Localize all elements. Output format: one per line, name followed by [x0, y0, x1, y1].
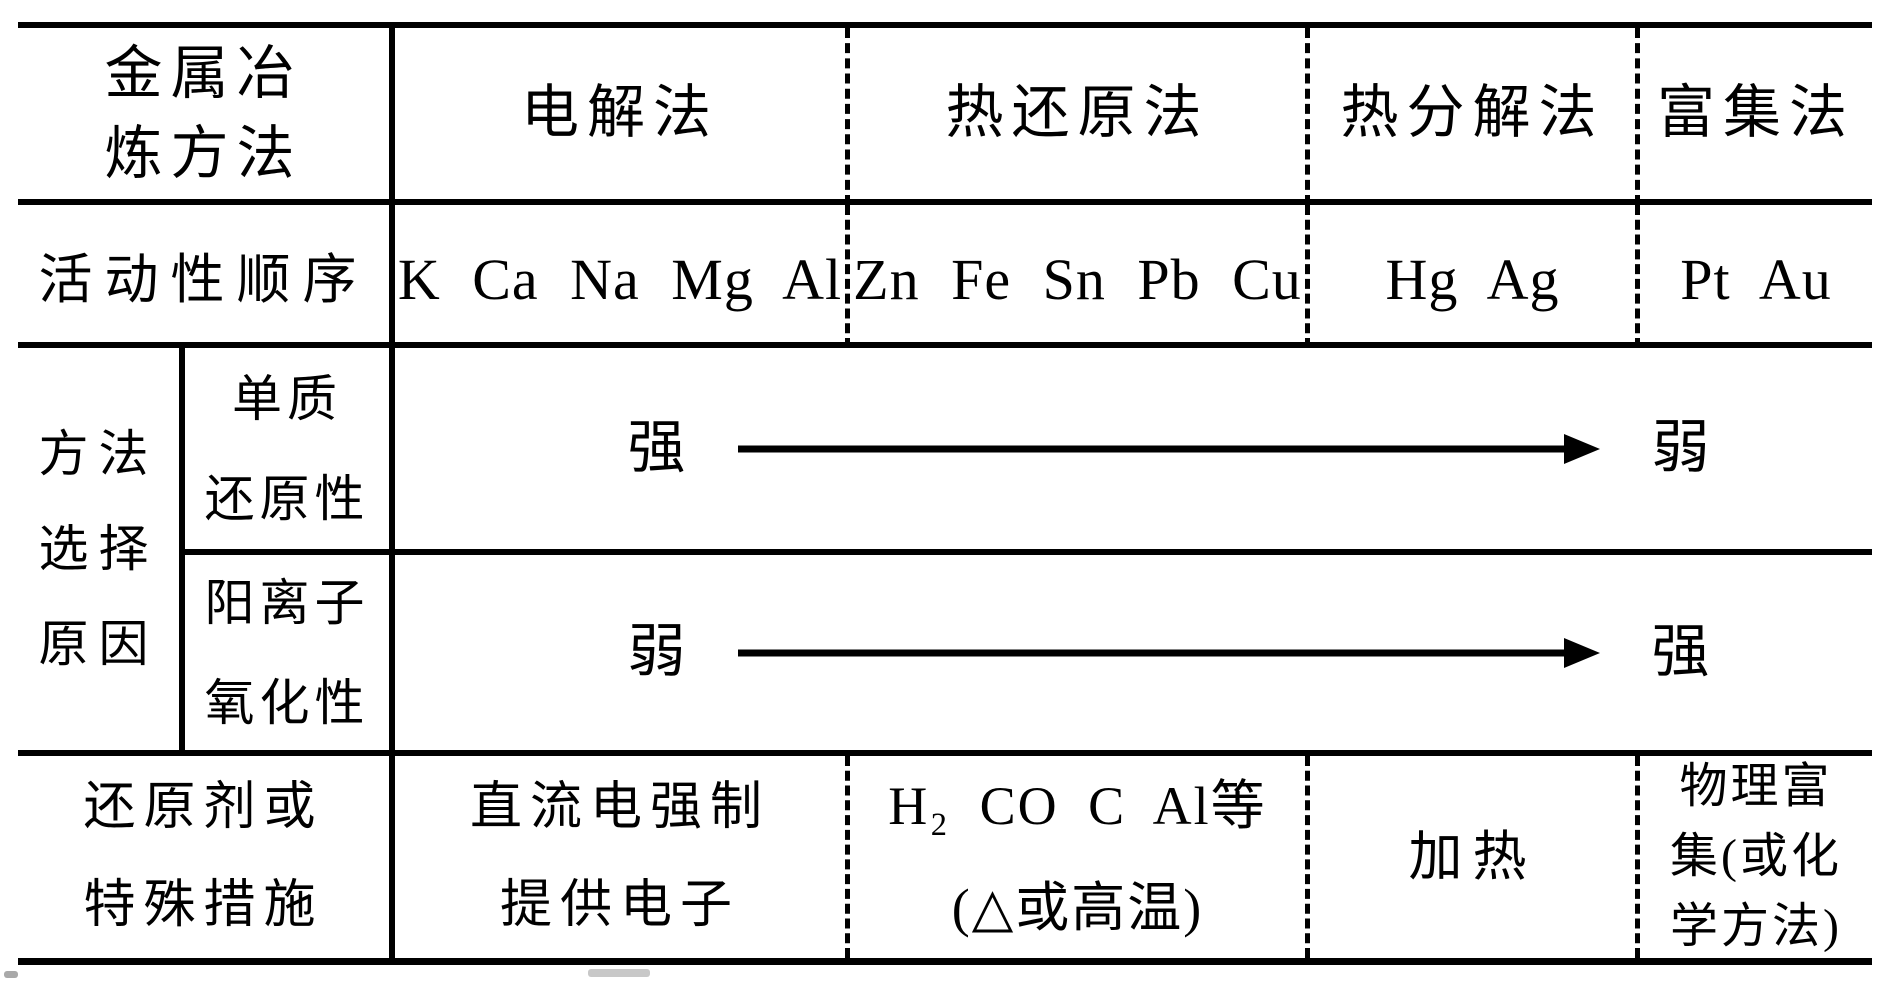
right-arrow-icon	[738, 637, 1600, 669]
trend-left-value: 弱	[627, 619, 686, 685]
cation-oxidizing-label: 阳离子 氧化性	[185, 555, 395, 756]
header-thermal-reduction: 热还原法	[850, 28, 1310, 205]
reason-selection-label: 方法 选择 原因	[18, 348, 185, 756]
trend-right-value: 弱	[1651, 415, 1710, 481]
trend-right-value: 强	[1651, 619, 1710, 685]
trend-left-value: 强	[627, 415, 686, 481]
scan-artifact	[588, 969, 650, 977]
measures-enrichment: 物理富 集(或化 学方法)	[1670, 760, 1842, 953]
metal-smelting-methods-table: 金属冶 炼方法 电解法 热还原法 热分解法 富集法 活动性顺序 K Ca Na …	[18, 22, 1872, 965]
header-electrolysis: 电解法	[395, 28, 850, 205]
element-reducing-label: 单质 还原性	[185, 348, 395, 555]
element-reducing-trend: 强 弱	[395, 348, 1872, 555]
measures-electrolysis: 直流电强制 提供电子	[395, 756, 850, 958]
activity-thermal-reduction-metals: Zn Fe Sn Pb Cu	[850, 205, 1310, 348]
measures-thermal-decomposition: 加热	[1310, 756, 1640, 958]
activity-thermal-decomposition-metals: Hg Ag	[1310, 205, 1640, 348]
cation-oxidizing-trend: 弱 强	[395, 555, 1872, 756]
measures-label: 还原剂或 特殊措施	[18, 756, 395, 958]
header-method-category: 金属冶 炼方法	[18, 28, 395, 205]
header-enrichment: 富集法	[1640, 28, 1872, 205]
activity-order-label: 活动性顺序	[18, 205, 395, 348]
activity-electrolysis-metals: K Ca Na Mg Al	[395, 205, 850, 348]
measures-thermal-reduction: H₂ CO C Al等 (△或高温)	[850, 756, 1310, 958]
activity-enrichment-metals: Pt Au	[1640, 205, 1872, 348]
scan-artifact	[4, 971, 18, 978]
header-thermal-decomposition: 热分解法	[1310, 28, 1640, 205]
right-arrow-icon	[738, 433, 1600, 465]
